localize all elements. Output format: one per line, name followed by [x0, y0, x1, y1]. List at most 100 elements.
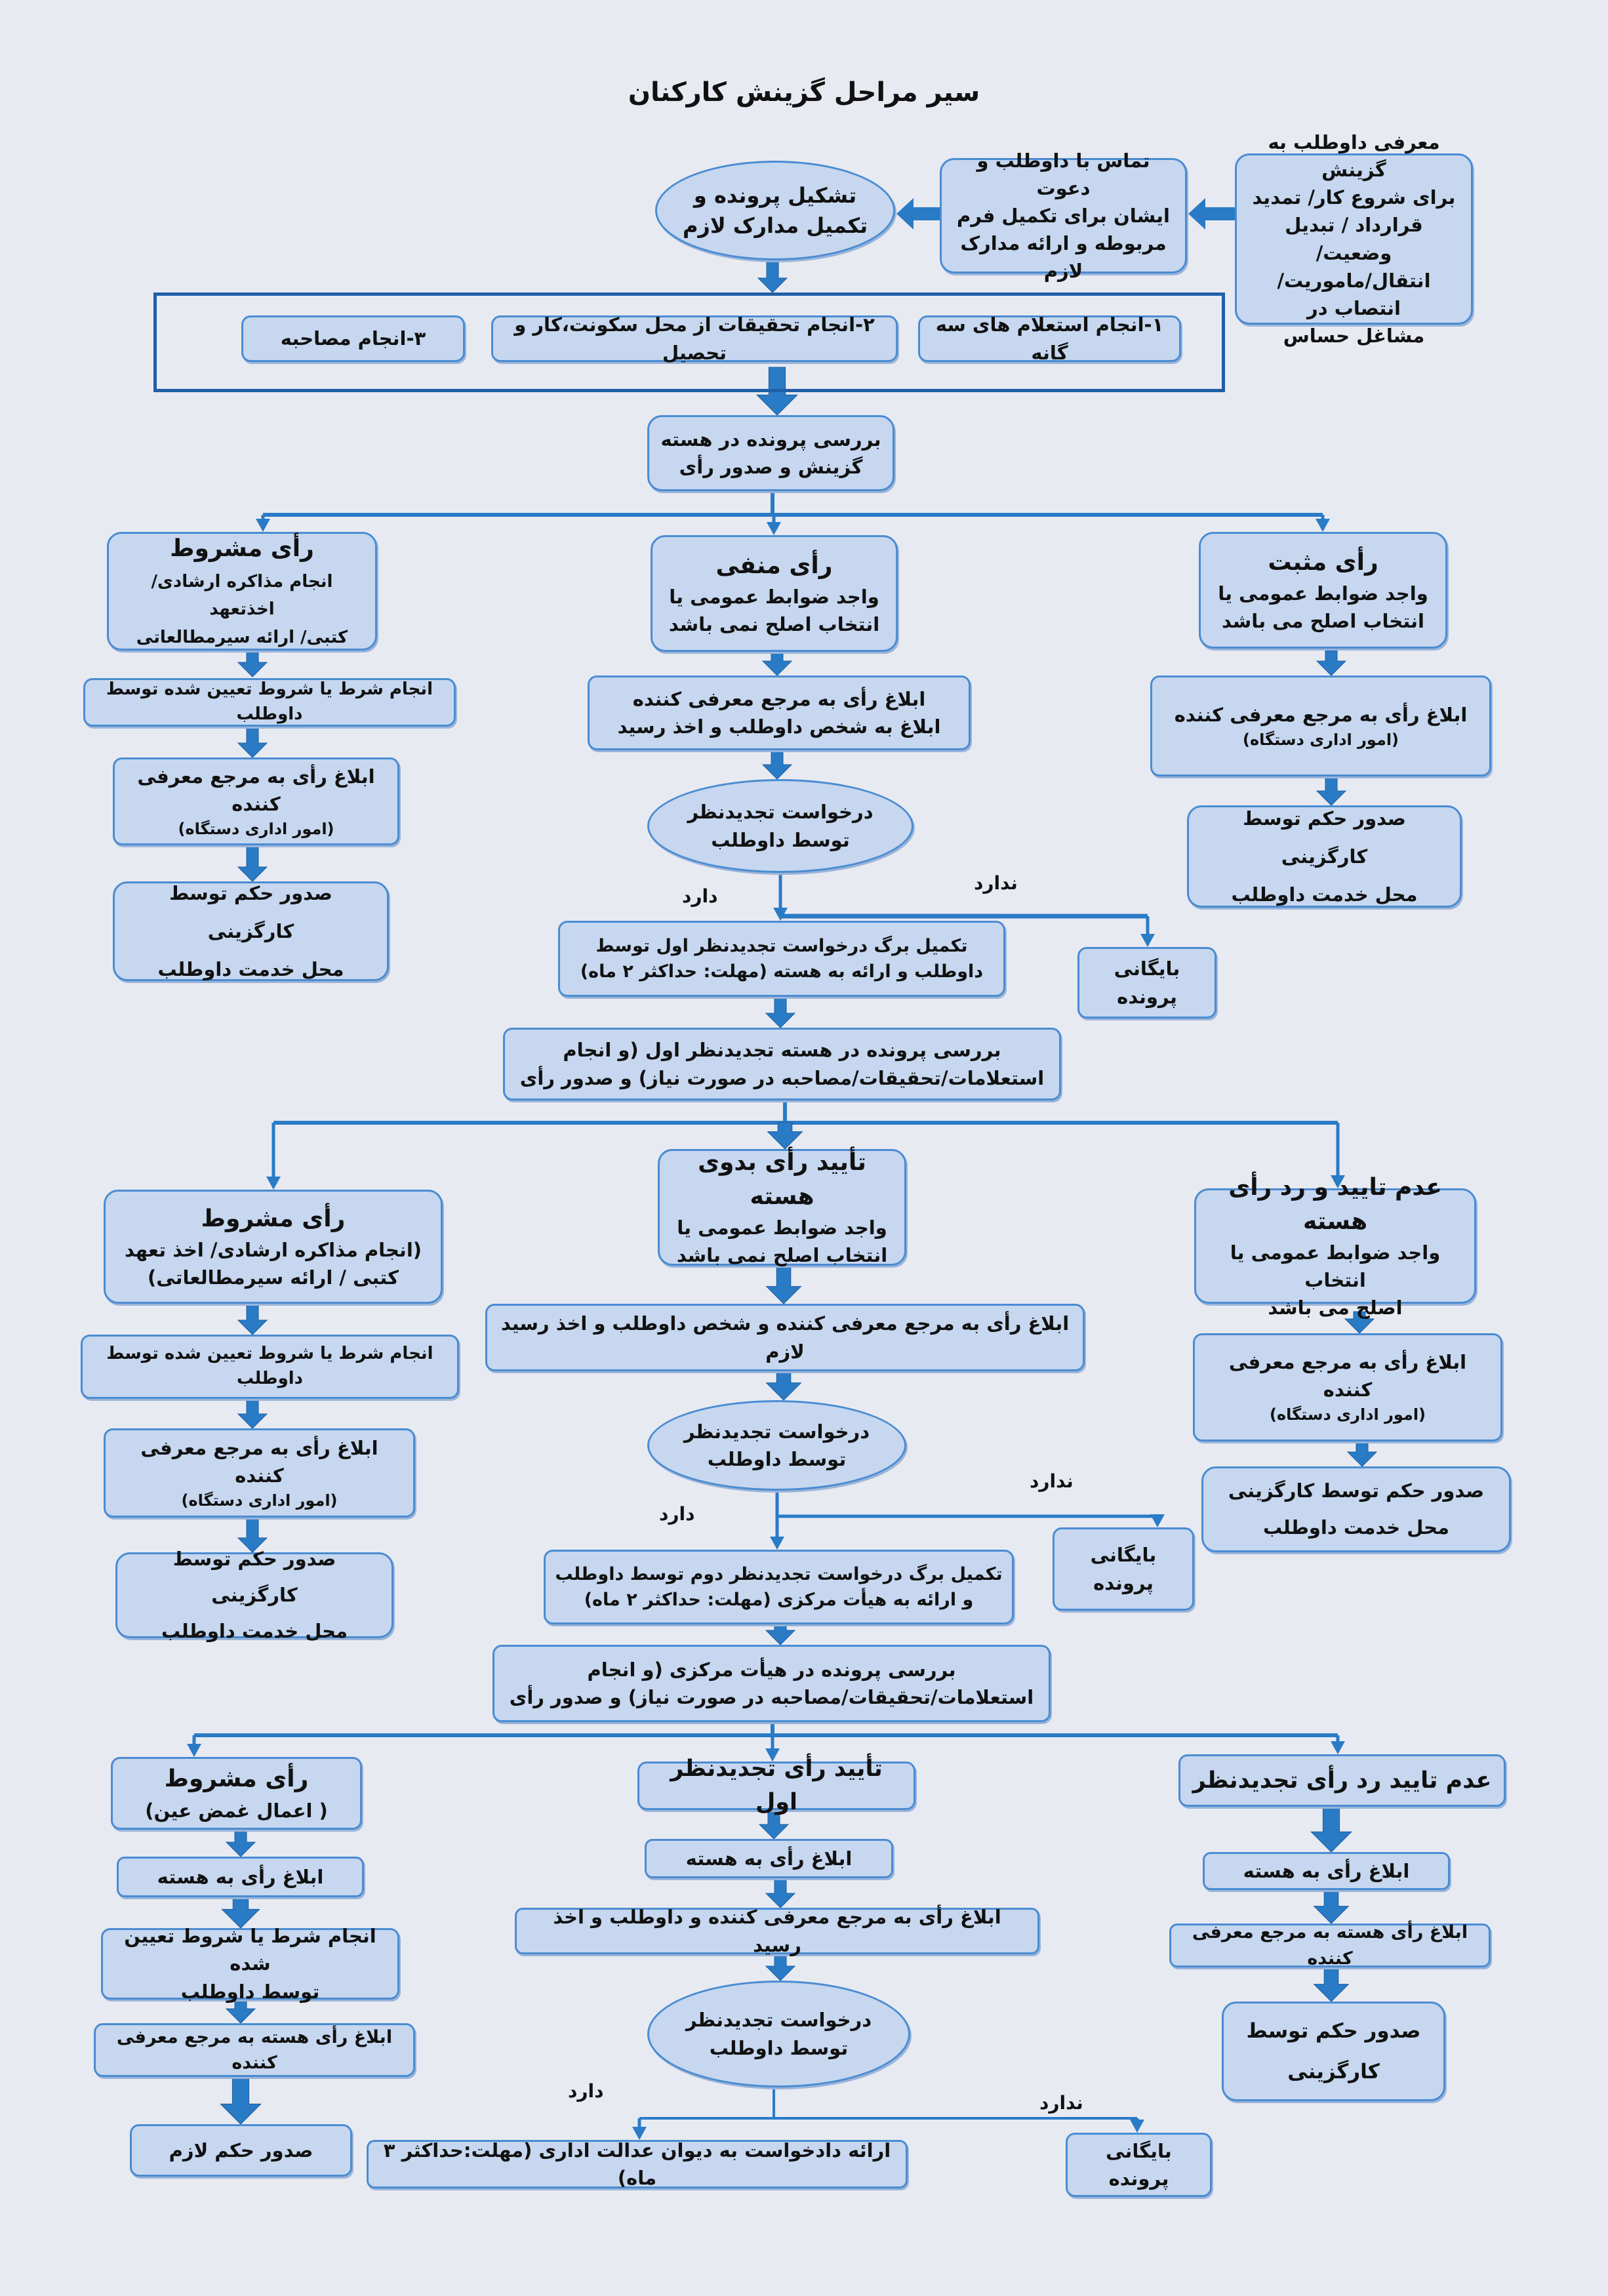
down-arrow-icon	[237, 846, 268, 882]
s2-central-review: بررسی پرونده در هیأت مرکزی (و انجام استع…	[492, 1645, 1051, 1722]
down-arrow-icon	[1313, 1968, 1350, 2002]
arrowhead-icon	[1140, 934, 1155, 947]
s2-reject-order: صدور حکم توسط کارگزینی محل خدمت داوطلب	[1201, 1466, 1511, 1552]
down-arrow-icon	[1313, 1891, 1350, 1924]
check-interview: ۳-انجام مصاحبه	[241, 315, 465, 362]
s3-reject-order: صدور حکم توسط کارگزینی	[1222, 2002, 1445, 2101]
down-arrow-icon	[237, 1304, 268, 1335]
s2-cond-order: صدور حکم توسط کارگزینی محل خدمت داوطلب	[115, 1548, 393, 1642]
arrowhead-icon	[1316, 519, 1330, 532]
down-arrow-icon	[1344, 1311, 1375, 1334]
arrowhead-icon	[187, 1744, 201, 1757]
s3-reject-vote: عدم تایید رد رأی تجدیدنظر	[1178, 1754, 1506, 1807]
s3-yes-label: دارد	[568, 2080, 604, 2102]
s3-reject-notify-core: ابلاغ رأی به هسته	[1203, 1852, 1450, 1890]
down-arrow-icon	[1346, 1442, 1378, 1467]
down-arrow-icon	[758, 1811, 790, 1840]
s3-cond-order: صدور حکم لازم	[130, 2124, 352, 2177]
down-arrow-icon	[225, 2000, 256, 2024]
s3-archive: بایگانی پرونده	[1066, 2133, 1212, 2197]
s2-no-label: ندارد	[1030, 1470, 1074, 1492]
arrowhead-icon	[1331, 1741, 1345, 1754]
s2-confirm-notify: ابلاغ رأی به مرجع معرفی کننده و شخص داوط…	[485, 1304, 1085, 1371]
core-review-box: بررسی پرونده در هسته گزینش و صدور رأی	[647, 415, 894, 491]
s3-cond-notify-ref: ابلاغ رأی هسته به مرجع معرفی کننده	[94, 2023, 415, 2077]
check-inquiries: ۱-انجام استعلام های سه گانه	[918, 313, 1181, 364]
down-arrow-icon	[765, 1879, 796, 1908]
s3-confirm-notify-core: ابلاغ رأی به هسته	[645, 1839, 893, 1878]
down-arrow-icon	[761, 653, 793, 676]
s1-appeal-form: تکمیل برگ درخواست تجدیدنظر اول توسط داوط…	[558, 921, 1005, 997]
arrowhead-icon	[632, 2127, 647, 2140]
left-arrow-icon	[896, 198, 940, 230]
down-arrow-icon	[237, 1400, 268, 1429]
down-arrow-icon	[761, 751, 793, 780]
arrowhead-icon	[256, 519, 270, 532]
s1-no-label: ندارد	[974, 872, 1018, 894]
s1-pos-order: صدور حکم توسط کارگزینی محل خدمت داوطلب	[1187, 805, 1462, 908]
down-arrow-icon	[237, 651, 268, 677]
arrowhead-icon	[765, 1748, 780, 1762]
arrowhead-icon	[770, 1537, 784, 1550]
arrowhead-icon	[773, 908, 788, 921]
down-arrow-icon	[765, 1266, 802, 1304]
arrowhead-icon	[767, 522, 781, 535]
s3-no-label: ندارد	[1039, 2092, 1083, 2114]
s1-cond-order: صدور حکم توسط کارگزینی محل خدمت داوطلب	[113, 881, 389, 981]
checks-frame	[153, 292, 1225, 392]
s1-cond-condition: انجام شرط یا شروط تعیین شده توسط داوطلب	[83, 678, 456, 727]
s3-reject-notify-ref: ابلاغ رأی هسته به مرجع معرفی کننده	[1169, 1922, 1491, 1969]
s2-reject-notify: ابلاغ رأی به مرجع معرفی کننده(امور اداری…	[1193, 1333, 1502, 1441]
down-arrow-icon	[219, 2078, 262, 2125]
form-file-ellipse: تشکیل پرونده و تکمیل مدارک لازم	[655, 161, 895, 260]
down-arrow-icon	[237, 1518, 268, 1553]
s2-appeal-form: تکمیل برگ درخواست تجدیدنظر دوم توسط داوط…	[544, 1550, 1014, 1624]
down-arrow-icon	[1316, 777, 1347, 806]
page-title: سیر مراحل گزینش کارکنان	[628, 77, 980, 108]
down-arrow-icon	[765, 1372, 802, 1401]
s2-conditional-vote: رأی مشروط(انجام مذاکره ارشادی/ اخذ تعهد …	[104, 1190, 443, 1304]
s1-cond-notify: ابلاغ رأی به مرجع معرفی کننده(امور اداری…	[113, 757, 399, 845]
s3-confirm-notify: ابلاغ رأی به مرجع معرفی کننده و داوطلب و…	[515, 1906, 1039, 1956]
down-arrow-icon	[765, 1955, 796, 1981]
s3-cond-notify-core: ابلاغ رأی به هسته	[117, 1857, 364, 1897]
s1-appeal-review: بررسی پرونده در هسته تجدیدنظر اول (و انج…	[503, 1028, 1061, 1100]
s2-cond-notify: ابلاغ رأی به مرجع معرفی کننده(امور اداری…	[104, 1428, 415, 1518]
s1-appeal-ellipse: درخواست تجدیدنظر توسط داوطلب	[647, 779, 914, 873]
down-arrow-icon	[237, 727, 268, 758]
down-arrow-icon	[1310, 1807, 1353, 1853]
s1-yes-label: دارد	[682, 885, 718, 907]
arrowhead-icon	[266, 1177, 281, 1190]
s3-cond-condition: انجام شرط یا شروط تعیین شده توسط داوطلب	[101, 1925, 399, 2003]
down-arrow-icon	[221, 1898, 260, 1929]
down-arrow-icon	[765, 997, 796, 1028]
s2-cond-condition: انجام شرط یا شروط تعیین شده توسط داوطلب	[81, 1335, 459, 1399]
arrowhead-icon	[1331, 1175, 1345, 1188]
s3-court-petition: ارائه دادخواست به دیوان عدالت اداری (مهل…	[367, 2139, 908, 2189]
check-investigations: ۲-انجام تحقیقات از محل سکونت،کار و تحصیل	[491, 313, 898, 364]
s3-confirm-vote: تأیید رأی تجدیدنظر اول	[637, 1756, 915, 1815]
down-arrow-icon	[1316, 650, 1347, 676]
s2-archive: بایگانی پرونده	[1053, 1527, 1194, 1611]
s1-neg-notify: ابلاغ رأی به مرجع معرفی کننده ابلاغ به ش…	[588, 675, 971, 750]
down-arrow-icon	[765, 1625, 796, 1645]
s3-appeal-ellipse: درخواست تجدیدنظر توسط داوطلب	[647, 1981, 910, 2087]
s2-yes-label: دارد	[659, 1503, 695, 1525]
introduce-candidate-box: معرفی داوطلب به گزینش برای شروع کار/ تمد…	[1235, 131, 1473, 347]
s3-conditional-vote: رأی مشروط( اعمال غمض عین)	[111, 1757, 362, 1830]
s2-appeal-ellipse: درخواست تجدیدنظر توسط داوطلب	[647, 1400, 906, 1491]
down-arrow-icon	[225, 1830, 256, 1857]
down-arrow-icon	[767, 1122, 803, 1150]
arrowhead-icon	[1130, 2120, 1144, 2133]
contact-candidate-box: تماس با داوطلب و دعوت ایشان برای تکمیل ف…	[940, 150, 1187, 282]
s1-pos-notify: ابلاغ رأی به مرجع معرفی کننده(امور اداری…	[1150, 675, 1491, 776]
arrowhead-icon	[1150, 1514, 1165, 1527]
s1-archive: بایگانی پرونده	[1077, 947, 1216, 1018]
down-arrow-icon	[757, 260, 788, 293]
